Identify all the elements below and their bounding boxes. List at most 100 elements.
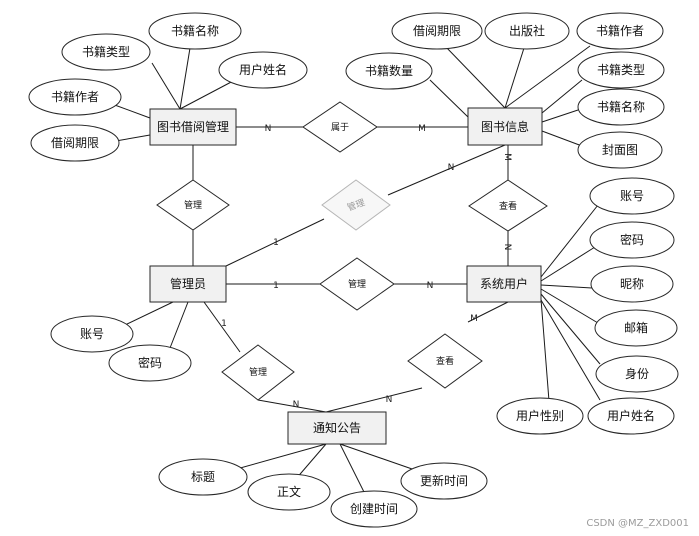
edge-u-gender xyxy=(540,298,550,402)
attribute-u-password-label: 密码 xyxy=(620,232,644,247)
cardinality-manage-notice-notice: N xyxy=(293,400,300,410)
attribute-n-title: 标题 xyxy=(158,458,248,496)
entity-book-info-label: 图书信息 xyxy=(481,119,529,134)
relationship-belongs: 属于 xyxy=(302,101,378,153)
watermark: CSDN @MZ_ZXD001 xyxy=(586,518,689,529)
relationship-manage-user-label: 管理 xyxy=(348,278,366,290)
attribute-bm-period-label: 借阅期限 xyxy=(51,136,99,150)
attribute-bi-name: 书籍名称 xyxy=(577,88,665,126)
edge-bm-category xyxy=(151,62,181,110)
cardinality-view-notice-user: M xyxy=(470,314,478,324)
attribute-bi-category: 书籍类型 xyxy=(577,51,665,89)
attribute-bi-cover-label: 封面图 xyxy=(602,143,638,157)
entity-admin: 管理员 xyxy=(149,265,227,303)
attribute-bm-category: 书籍类型 xyxy=(61,33,151,71)
relationship-belongs-label: 属于 xyxy=(331,122,349,133)
attribute-bi-publisher-label: 出版社 xyxy=(509,23,545,38)
attribute-u-email: 邮箱 xyxy=(594,309,678,347)
relationship-manage-notice: 管理 xyxy=(221,344,295,401)
cardinality-manage-book-book: N xyxy=(448,163,455,173)
edge-manage-book-admin xyxy=(225,218,325,267)
cardinality-manage-user-user: N xyxy=(427,281,434,291)
relationships: 属于 管理 管理 查看 管理 管理 查看 xyxy=(156,101,548,401)
attribute-n-title-label: 标题 xyxy=(191,470,215,484)
edge-u-nickname xyxy=(540,284,593,289)
relationship-manage-borrow-label: 管理 xyxy=(184,199,202,211)
edge-n-title xyxy=(232,443,327,471)
edge-n-created xyxy=(339,443,366,495)
edge-u-identity xyxy=(540,293,601,365)
edge-bi-quantity xyxy=(429,79,469,118)
edge-bm-username xyxy=(179,79,236,110)
edge-manage-book-book xyxy=(387,144,506,196)
attribute-a-password-label: 密码 xyxy=(138,355,162,370)
edge-bm-author xyxy=(111,103,151,119)
attribute-u-nickname-label: 昵称 xyxy=(620,277,644,291)
entity-admin-label: 管理员 xyxy=(170,276,206,291)
cardinality-manage-user-admin: 1 xyxy=(273,281,279,291)
edge-u-account xyxy=(540,204,599,278)
edge-view-notice-user xyxy=(467,301,509,323)
entity-borrow-management-label: 图书借阅管理 xyxy=(157,119,229,134)
relationship-view-book-label: 查看 xyxy=(499,200,517,212)
attribute-a-password: 密码 xyxy=(108,344,192,382)
edge-u-name xyxy=(540,299,601,401)
edge-bi-cover xyxy=(541,130,583,147)
cardinality-view-book-user: N xyxy=(502,244,512,251)
edge-bi-category xyxy=(541,79,583,114)
entity-book-info: 图书信息 xyxy=(467,107,543,146)
edge-a-account xyxy=(124,301,174,326)
attribute-bi-author-label: 书籍作者 xyxy=(596,23,644,38)
attribute-n-created-label: 创建时间 xyxy=(350,502,398,516)
attribute-n-updated: 更新时间 xyxy=(400,462,488,500)
attribute-bi-name-label: 书籍名称 xyxy=(597,99,645,114)
attribute-n-body-label: 正文 xyxy=(277,484,301,499)
relationship-view-book: 查看 xyxy=(468,179,548,232)
attribute-n-updated-label: 更新时间 xyxy=(420,473,468,488)
relationship-manage-notice-label: 管理 xyxy=(249,366,267,378)
attribute-bm-author-label: 书籍作者 xyxy=(51,89,99,104)
attribute-u-gender-label: 用户性别 xyxy=(516,408,564,423)
entities: 图书借阅管理 图书信息 管理员 系统用户 通知公告 xyxy=(149,107,543,445)
cardinality-view-notice-notice: N xyxy=(386,395,393,405)
edge-bi-period xyxy=(444,45,506,109)
attribute-bm-category-label: 书籍类型 xyxy=(82,44,130,59)
edge-manage-notice-admin xyxy=(203,301,241,353)
cardinality-belongs-left: N xyxy=(265,124,272,134)
attribute-bi-period: 借阅期限 xyxy=(391,12,483,50)
edge-bm-name xyxy=(179,47,191,110)
attribute-u-identity: 身份 xyxy=(595,355,679,393)
relationship-manage-user: 管理 xyxy=(319,257,395,311)
entity-borrow-management: 图书借阅管理 xyxy=(149,108,237,146)
attribute-u-name: 用户姓名 xyxy=(587,397,675,435)
attribute-bi-category-label: 书籍类型 xyxy=(597,62,645,77)
entity-notice-label: 通知公告 xyxy=(313,421,361,435)
entity-system-user: 系统用户 xyxy=(466,265,542,303)
cardinality-manage-notice-admin: 1 xyxy=(221,319,227,329)
entity-system-user-label: 系统用户 xyxy=(480,276,528,291)
attribute-u-password: 密码 xyxy=(589,221,675,259)
relationship-manage-book: 管理 xyxy=(321,179,391,231)
edge-bi-name xyxy=(541,109,579,123)
attribute-bi-period-label: 借阅期限 xyxy=(413,24,461,38)
attribute-n-body: 正文 xyxy=(247,473,331,511)
attribute-bm-period: 借阅期限 xyxy=(30,124,120,162)
attribute-bm-username: 用户姓名 xyxy=(218,51,308,89)
attribute-u-account: 账号 xyxy=(589,177,675,215)
attribute-u-identity-label: 身份 xyxy=(625,366,649,381)
attribute-u-nickname: 昵称 xyxy=(590,265,674,303)
edge-n-updated xyxy=(339,443,416,471)
attribute-n-created: 创建时间 xyxy=(330,490,418,528)
attribute-u-account-label: 账号 xyxy=(620,189,644,203)
attribute-bi-quantity: 书籍数量 xyxy=(345,52,433,90)
relationship-manage-borrow: 管理 xyxy=(156,179,230,231)
edge-u-password xyxy=(540,246,596,282)
attribute-bm-author: 书籍作者 xyxy=(28,78,122,116)
relationship-view-notice: 查看 xyxy=(407,333,483,389)
relationship-view-notice-label: 查看 xyxy=(436,355,454,367)
entity-notice: 通知公告 xyxy=(287,411,387,445)
attributes: 书籍类型 书籍名称 用户姓名 书籍作者 借阅期限 借阅期限 出版社 书籍作者 xyxy=(28,12,679,528)
connector-lines xyxy=(109,45,601,495)
cardinality-manage-book-admin: 1 xyxy=(273,238,279,248)
cardinality-belongs-right: M xyxy=(418,124,426,134)
